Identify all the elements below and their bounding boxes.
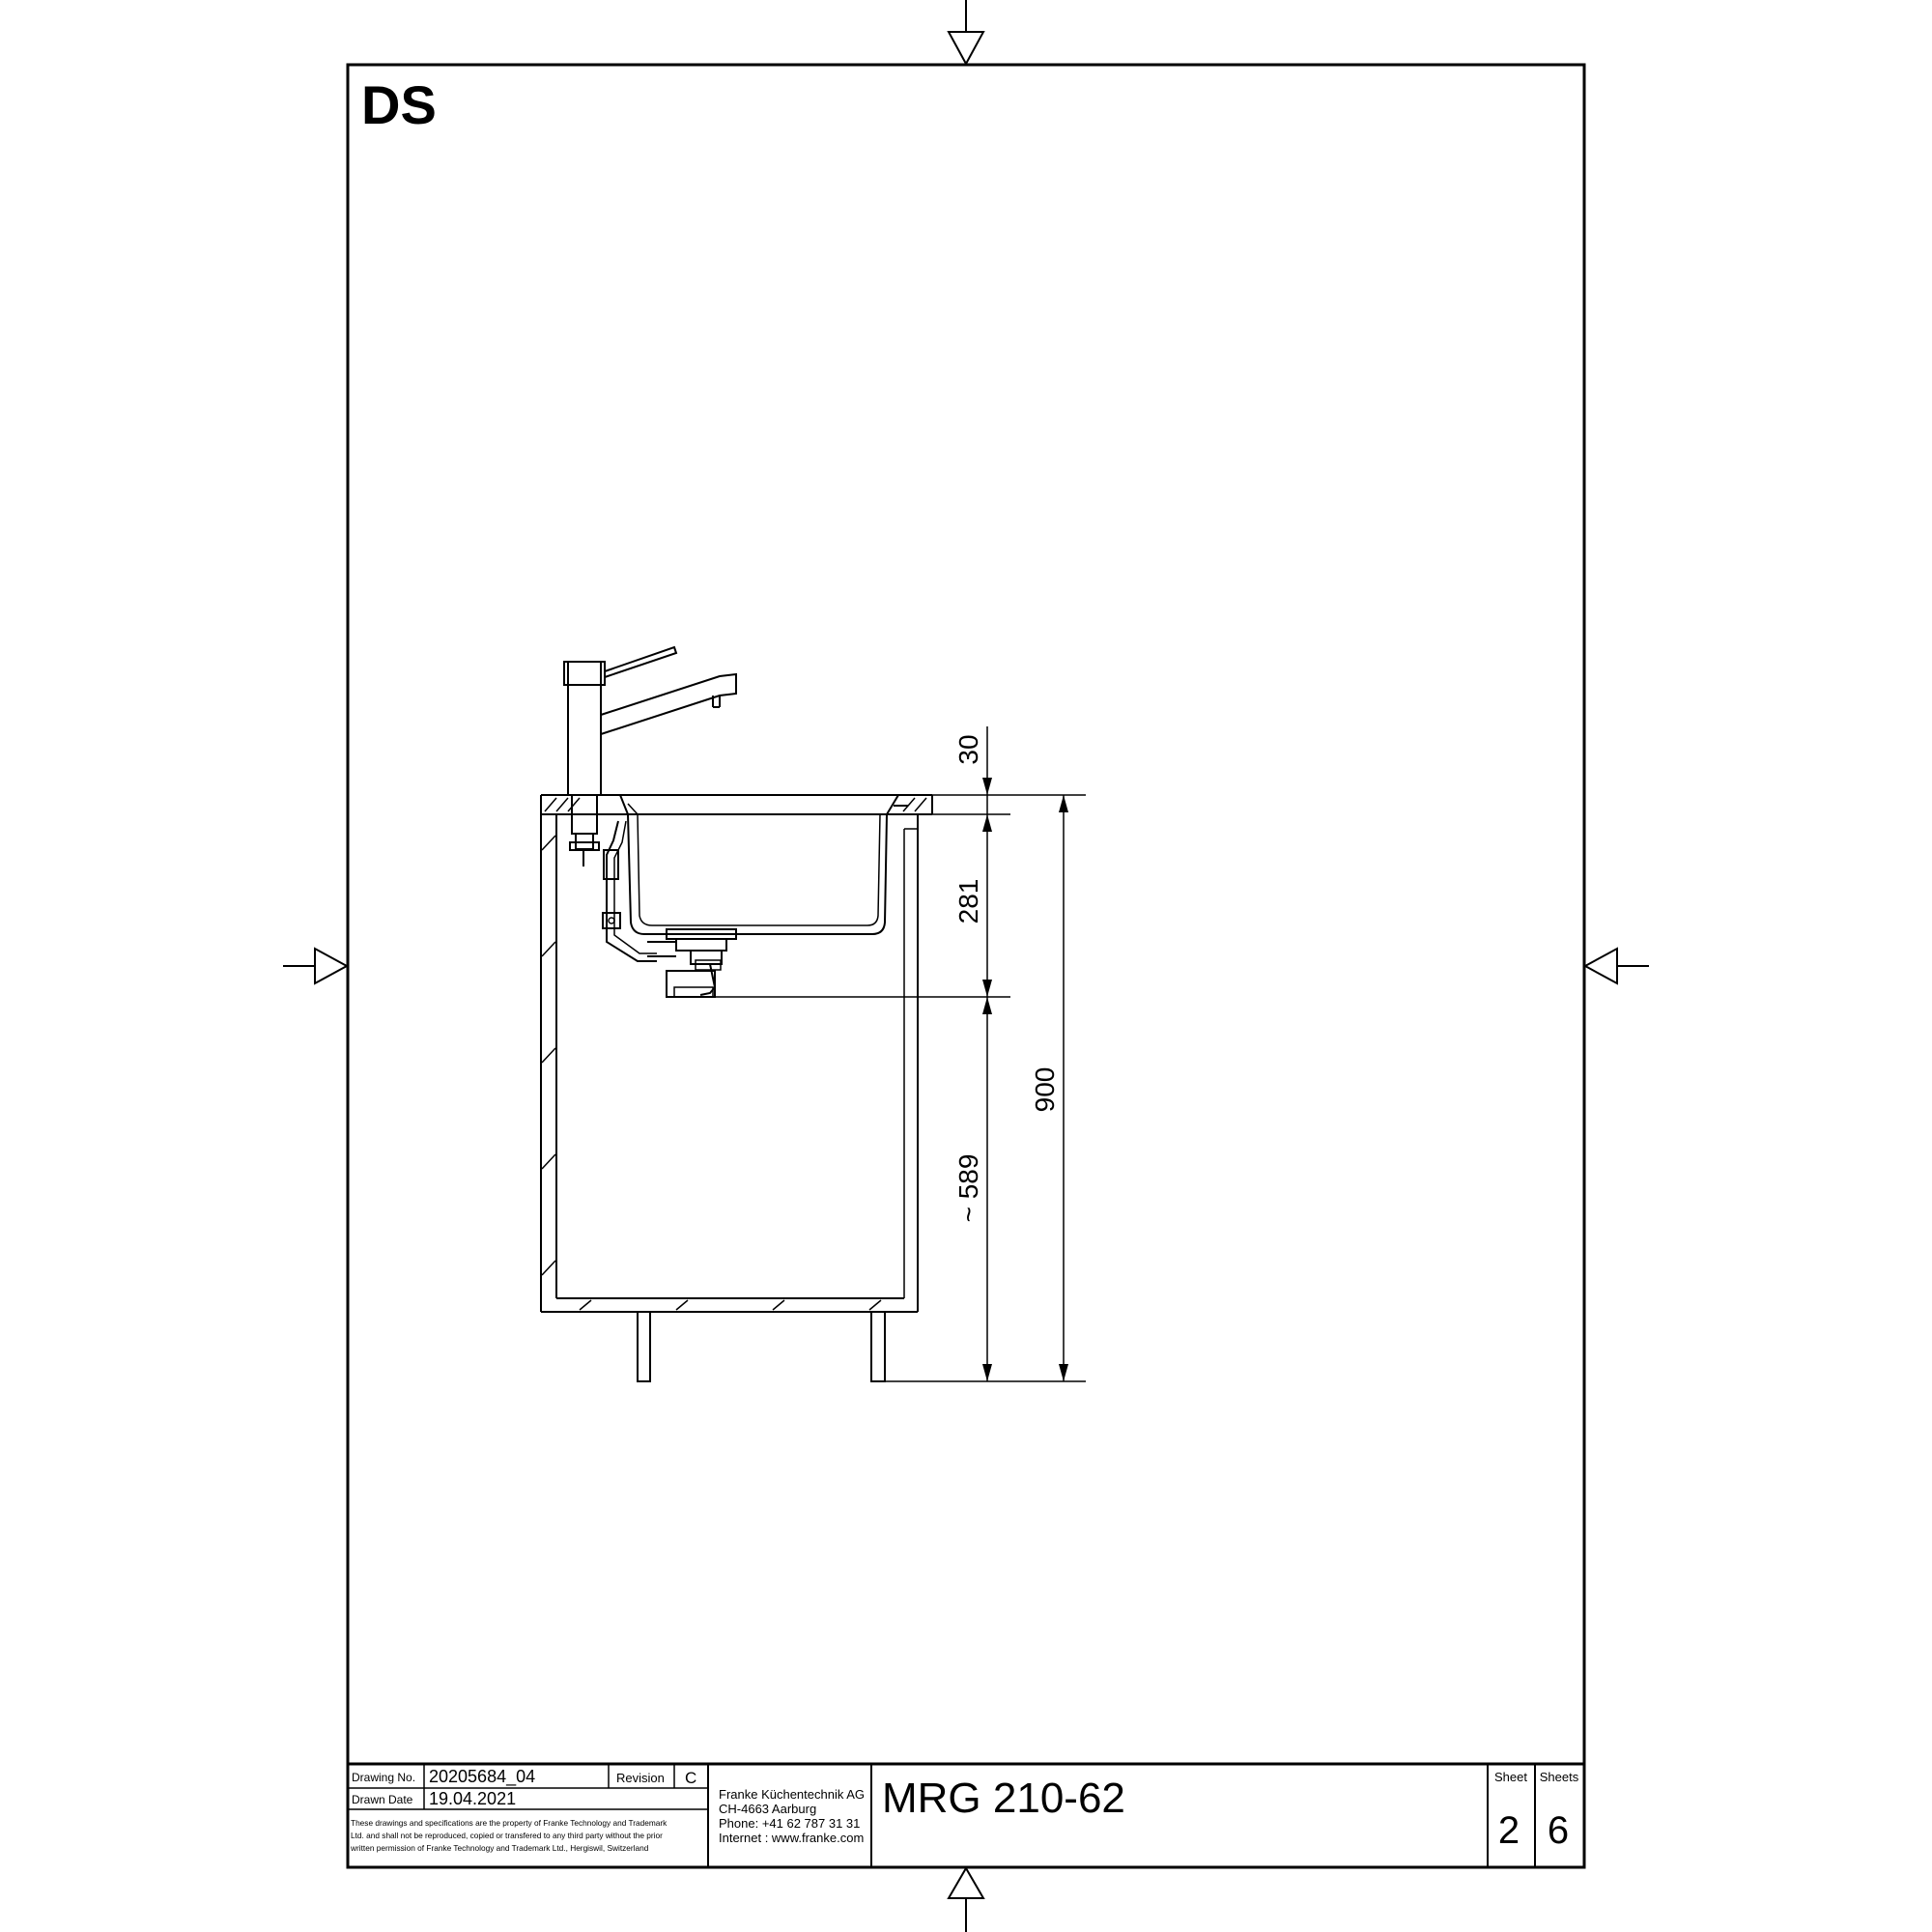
dimension-lines	[710, 726, 1086, 1382]
drawing-no-label: Drawing No.	[352, 1771, 415, 1784]
revision-value: C	[685, 1769, 696, 1787]
centering-mark-top	[947, 0, 985, 67]
cabinet-back-panel	[903, 814, 919, 1312]
dimension-281-text: 281	[953, 879, 983, 924]
overflow-pipe	[602, 820, 657, 962]
revision-label: Revision	[616, 1771, 665, 1785]
sink-cabinet-elevation	[540, 645, 933, 1382]
disclaimer-line-3: written permission of Franke Technology …	[350, 1843, 649, 1853]
cabinet-side-panel	[540, 814, 557, 1312]
corner-label: DS	[361, 74, 437, 135]
sheet-number: 2	[1498, 1809, 1520, 1852]
sheet-label: Sheet	[1494, 1770, 1527, 1784]
company-address: CH-4663 Aarburg	[719, 1802, 816, 1816]
dimension-30-text: 30	[953, 734, 983, 764]
cabinet-leg-left	[637, 1312, 651, 1382]
dimension-900	[1059, 795, 1068, 1381]
sink-bowl	[619, 794, 908, 935]
drawing-no-value: 20205684_04	[429, 1767, 535, 1787]
dimension-900-text: 900	[1030, 1067, 1060, 1113]
cabinet-leg-right	[870, 1312, 886, 1382]
worktop	[540, 794, 933, 815]
disclaimer-line-2: Ltd. and shall not be reproduced, copied…	[351, 1831, 663, 1840]
dimension-281	[982, 814, 992, 997]
title-block	[348, 1762, 1584, 1867]
company-website: Internet : www.franke.com	[719, 1831, 864, 1845]
faucet	[563, 645, 737, 867]
drain-waste-fitting	[647, 928, 737, 998]
company-phone: Phone: +41 62 787 31 31	[719, 1816, 860, 1831]
company-name: Franke Küchentechnik AG	[719, 1787, 865, 1802]
drawn-date-value: 19.04.2021	[429, 1789, 516, 1808]
dimension-589-text: ~ 589	[953, 1154, 983, 1223]
drawn-date-label: Drawn Date	[352, 1793, 413, 1806]
model-title: MRG 210-62	[882, 1775, 1125, 1822]
sheets-label: Sheets	[1540, 1770, 1579, 1784]
centering-mark-left	[283, 947, 350, 985]
drawing-frame	[346, 63, 1586, 1869]
cabinet-bottom	[541, 1297, 918, 1313]
disclaimer-line-1: These drawings and specifications are th…	[351, 1818, 668, 1828]
dimension-589	[982, 997, 992, 1381]
centering-mark-bottom	[947, 1866, 985, 1932]
centering-mark-right	[1582, 947, 1649, 985]
sheets-total: 6	[1548, 1809, 1569, 1852]
